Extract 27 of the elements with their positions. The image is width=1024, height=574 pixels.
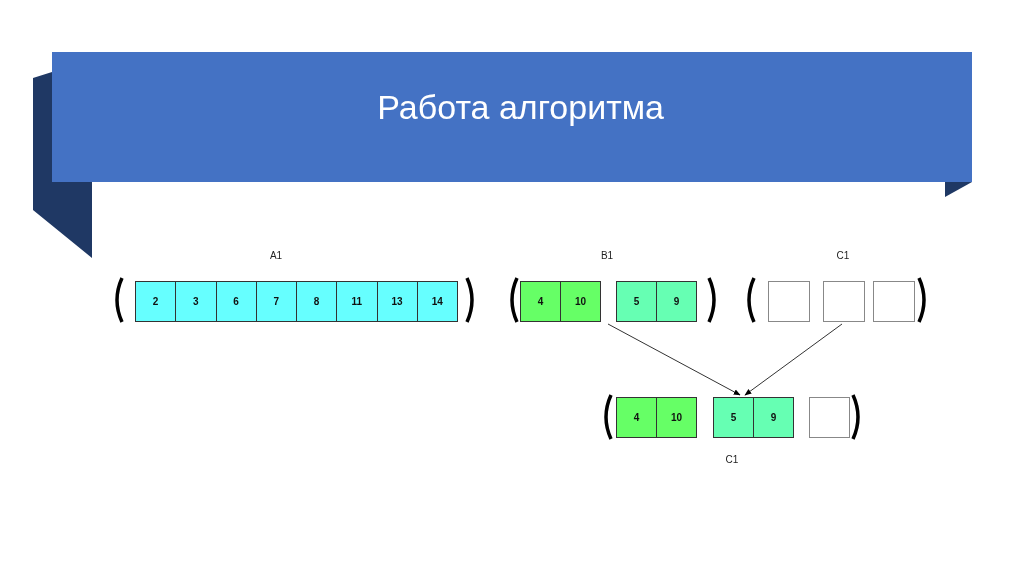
array-cell: 11 (336, 281, 378, 322)
arrow (744, 323, 843, 396)
empty-cell (873, 281, 915, 322)
empty-cell (823, 281, 865, 322)
array-label: A1 (269, 250, 283, 261)
array-cell: 14 (416, 281, 458, 322)
array-cell: 5 (616, 281, 657, 322)
array-cell: 2 (135, 281, 177, 322)
array-cell: 9 (656, 281, 697, 322)
array-cell: 6 (215, 281, 257, 322)
array-cell: 8 (296, 281, 338, 322)
empty-cell (768, 281, 810, 322)
array-cell: 7 (255, 281, 297, 322)
array-label: C1 (836, 250, 850, 261)
array-cell: 3 (175, 281, 217, 322)
array-label: C1 (725, 454, 739, 465)
empty-cell (809, 397, 850, 438)
array-cell: 4 (520, 281, 561, 322)
array-cell: 5 (713, 397, 754, 438)
array-cell: 13 (376, 281, 418, 322)
array-cell: 10 (560, 281, 601, 322)
array-label: B1 (600, 250, 614, 261)
array-cell: 9 (753, 397, 794, 438)
arrow (607, 323, 741, 396)
slide-title: Работа алгоритма (376, 88, 664, 127)
array-cell: 4 (616, 397, 657, 438)
array-cell: 10 (656, 397, 697, 438)
